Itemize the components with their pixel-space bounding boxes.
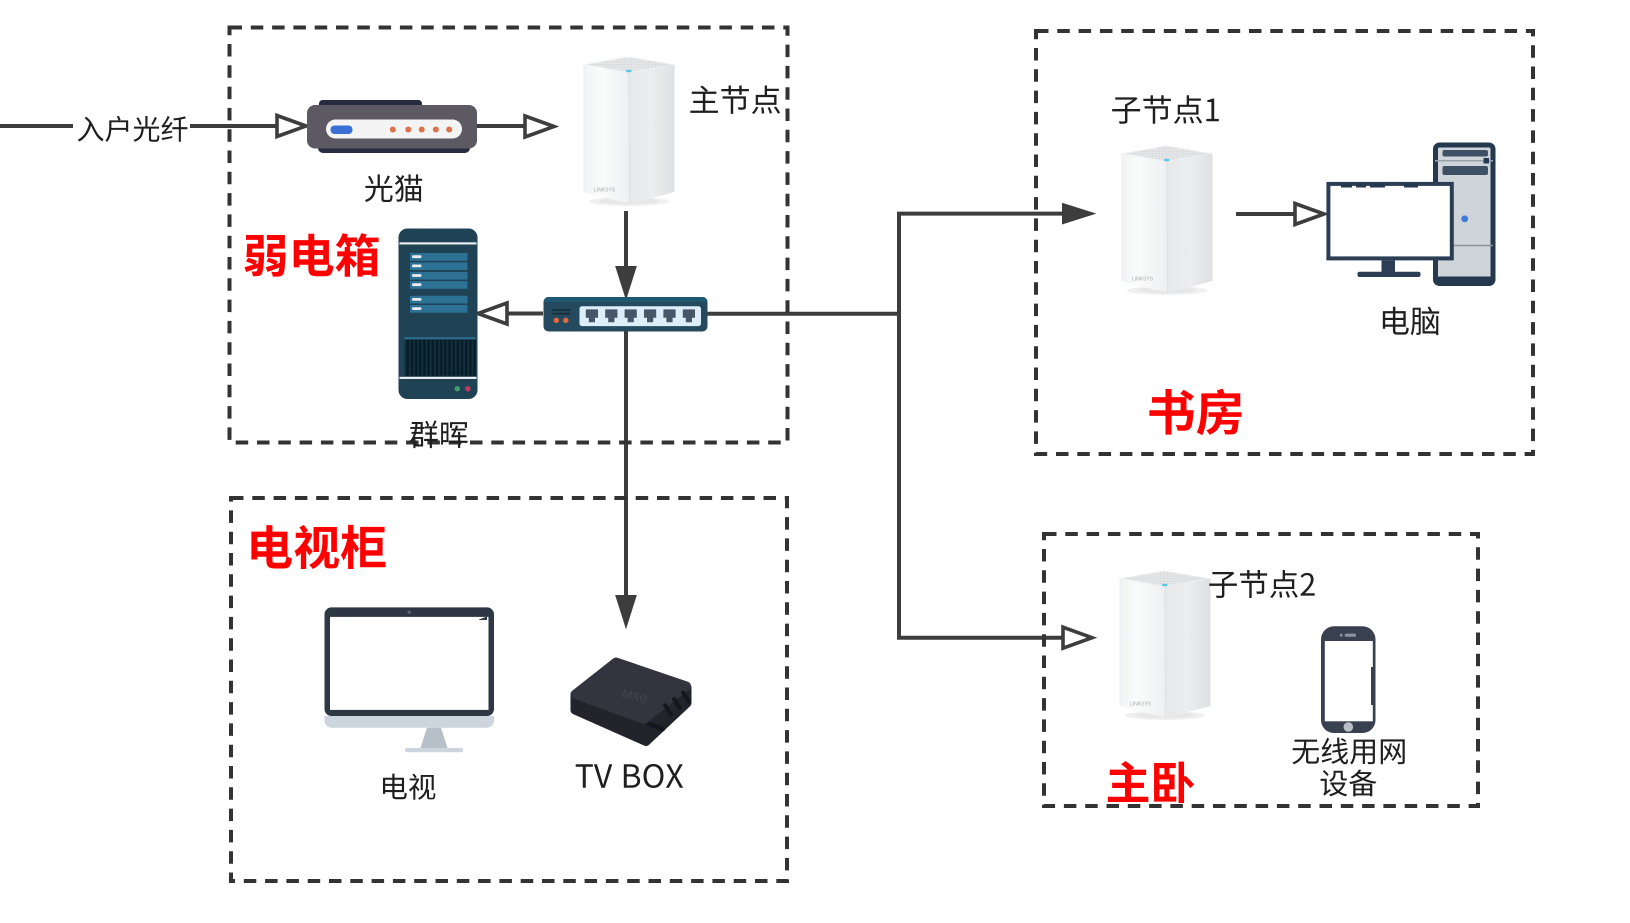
- svg-text:LINKSYS: LINKSYS: [594, 188, 616, 194]
